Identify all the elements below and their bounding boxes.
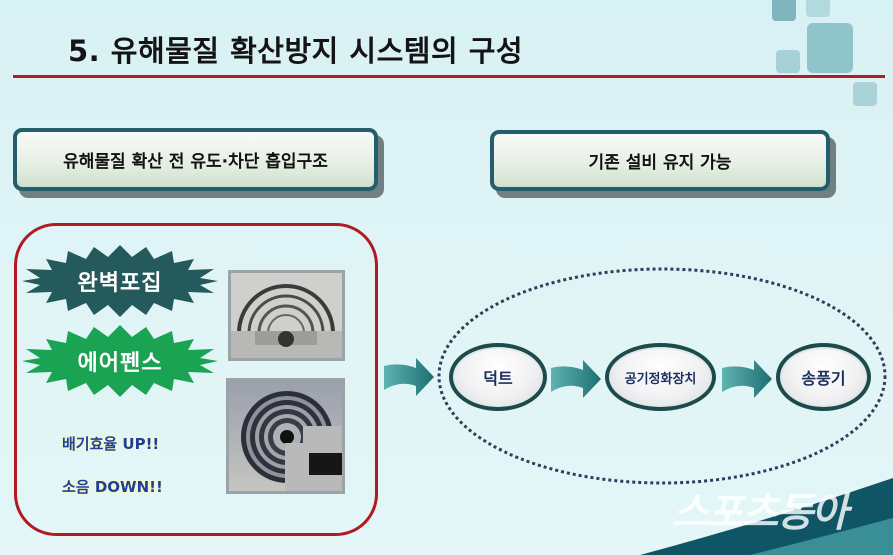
decorative-square [772, 0, 796, 21]
flow-arrow-icon [722, 360, 772, 398]
flow-node-label: 덕트 [483, 369, 513, 388]
existing-equipment-boundary [437, 267, 887, 485]
flow-node-label: 공기정화장치 [624, 371, 697, 387]
circular-vent-image [229, 381, 342, 491]
flow-arrow-icon [551, 360, 601, 398]
decorative-square [807, 23, 853, 73]
right-header-label: 기존 설비 유지 가능 [588, 153, 732, 173]
right-header-box: 기존 설비 유지 가능 [490, 130, 830, 191]
flow-node-air-purifier: 공기정화장치 [605, 343, 716, 411]
promo-efficiency-up: 배기효율 UP!! [62, 435, 160, 453]
flow-arrow-icon [384, 358, 434, 396]
decorative-square [776, 50, 800, 73]
watermark-logo: 스포츠동아 [672, 490, 848, 536]
left-feature-panel [14, 223, 378, 536]
decorative-square [806, 0, 830, 17]
title-underline [13, 75, 885, 78]
badge-air-fence: 에어펜스 [22, 325, 218, 397]
slide-title: 5. 유해물질 확산방지 시스템의 구성 [68, 34, 524, 68]
starburst-shape-icon [22, 325, 218, 397]
flow-node-label: 송풍기 [801, 369, 846, 388]
badge-perfect-capture: 완벽포집 [22, 245, 218, 317]
left-header-box: 유해물질 확산 전 유도·차단 흡입구조 [13, 128, 378, 191]
starburst-shape-icon [22, 245, 218, 317]
badge-label: 완벽포집 [77, 271, 163, 296]
circular-air-fence-photo [226, 378, 345, 494]
left-header-label: 유해물질 확산 전 유도·차단 흡입구조 [63, 152, 328, 172]
decorative-square [853, 82, 877, 106]
promo-noise-down: 소음 DOWN!! [62, 478, 163, 496]
half-circle-vent-image [231, 273, 342, 358]
badge-label: 에어펜스 [77, 351, 163, 376]
flow-node-blower: 송풍기 [776, 343, 871, 411]
flow-node-duct: 덕트 [449, 343, 547, 411]
half-circle-air-fence-photo [228, 270, 345, 361]
